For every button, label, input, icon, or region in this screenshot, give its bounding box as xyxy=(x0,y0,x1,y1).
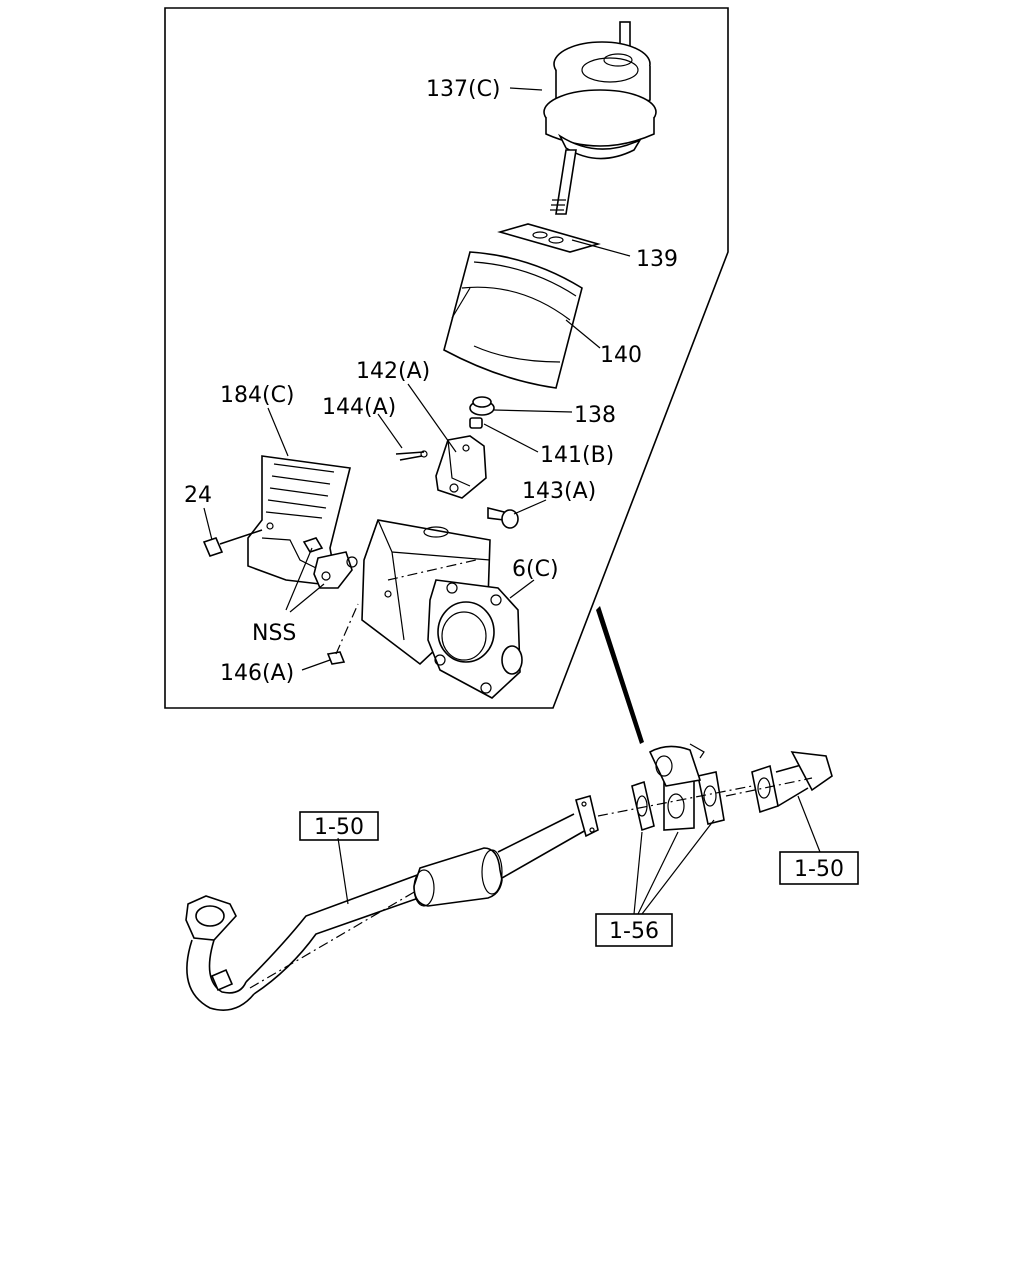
callout-184: 184(C) xyxy=(220,383,295,408)
ref-label-front: 1-50 xyxy=(314,815,364,840)
callout-140: 140 xyxy=(600,343,642,368)
leader-lines xyxy=(203,87,631,671)
rear-exhaust-pipe xyxy=(725,751,833,814)
callout-142: 142(A) xyxy=(356,359,430,384)
ref-box-rear: 1-50 xyxy=(779,851,859,885)
callout-nss: NSS xyxy=(252,621,296,646)
nut-141 xyxy=(469,417,483,429)
cover-140 xyxy=(443,251,583,389)
ref-label-gaskets: 1-56 xyxy=(609,919,659,944)
callout-6: 6(C) xyxy=(512,557,559,582)
pin-144 xyxy=(395,450,428,461)
detail-frame xyxy=(164,7,729,709)
callout-143: 143(A) xyxy=(522,479,596,504)
callout-139: 139 xyxy=(636,247,678,272)
actuator-137 xyxy=(543,21,657,215)
callout-141: 141(B) xyxy=(540,443,614,468)
bushing-138 xyxy=(469,396,495,416)
lower-gaskets xyxy=(631,743,725,832)
brake-body-6 xyxy=(361,519,523,699)
callout-137: 137(C) xyxy=(426,77,501,102)
bolt-143 xyxy=(487,506,519,529)
bolt-146 xyxy=(326,603,359,665)
ref-box-front: 1-50 xyxy=(299,811,379,841)
bracket-184 xyxy=(247,455,351,585)
callout-24: 24 xyxy=(184,483,212,508)
reference-leaders xyxy=(337,795,821,915)
gasket-139 xyxy=(497,223,601,253)
lever-142 xyxy=(435,435,487,499)
centerline xyxy=(597,785,753,817)
callout-138: 138 xyxy=(574,403,616,428)
nss-hardware xyxy=(302,537,358,589)
detail-pointer xyxy=(596,606,644,744)
front-exhaust-pipe xyxy=(185,795,599,1011)
callout-144: 144(A) xyxy=(322,395,396,420)
ref-label-rear: 1-50 xyxy=(794,857,844,882)
ref-box-gaskets: 1-56 xyxy=(595,913,673,947)
callout-146: 146(A) xyxy=(220,661,294,686)
